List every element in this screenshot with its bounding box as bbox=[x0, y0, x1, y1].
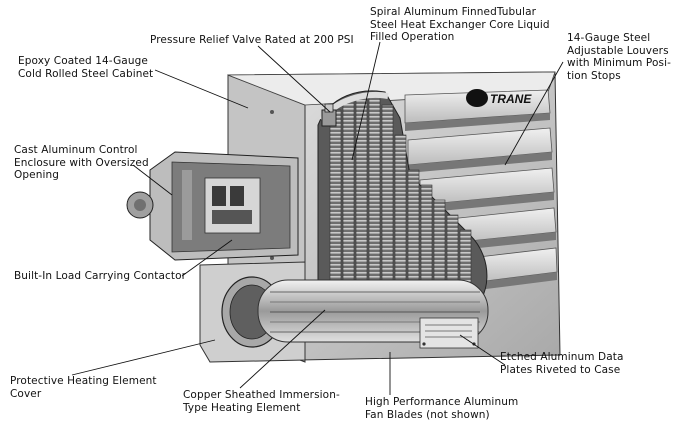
leader-cabinet bbox=[154, 69, 249, 109]
label-contactor: Built-In Load Carrying Contactor bbox=[14, 270, 187, 282]
heat-exchanger-core bbox=[317, 90, 488, 336]
leader-element-cover bbox=[71, 339, 216, 376]
leader-louvers bbox=[504, 61, 564, 166]
label-control-enclosure: Cast Aluminum Control Enclosure with Ove… bbox=[14, 144, 149, 181]
leader-pressure-relief bbox=[257, 45, 331, 113]
label-cabinet: Epoxy Coated 14-Gauge Cold Rolled Steel … bbox=[18, 55, 154, 80]
pressure-relief-valve bbox=[321, 103, 337, 127]
label-immersion-element: Copper Sheathed Immersion- Type Heating … bbox=[183, 389, 340, 414]
leader-heat-exchanger bbox=[351, 41, 381, 161]
label-heat-exchanger: Spiral Aluminum FinnedTubular Steel Heat… bbox=[370, 6, 550, 43]
trane-logo: TRANE bbox=[466, 89, 532, 107]
leader-contactor bbox=[181, 239, 233, 277]
leader-immersion-element bbox=[239, 309, 326, 389]
svg-text:TRANE: TRANE bbox=[490, 92, 532, 106]
label-data-plates: Etched Aluminum Data Plates Riveted to C… bbox=[500, 351, 624, 376]
leader-lines bbox=[71, 41, 564, 395]
label-louvers: 14-Gauge Steel Adjustable Louvers with M… bbox=[567, 32, 671, 82]
data-plates bbox=[419, 317, 479, 349]
control-enclosure bbox=[126, 151, 299, 261]
leader-data-plates bbox=[459, 334, 506, 366]
label-pressure-relief: Pressure Relief Valve Rated at 200 PSI bbox=[150, 34, 354, 46]
label-element-cover: Protective Heating Element Cover bbox=[10, 375, 157, 400]
leader-control-enclosure bbox=[132, 164, 173, 196]
label-fan-blades: High Performance Aluminum Fan Blades (no… bbox=[365, 396, 519, 421]
